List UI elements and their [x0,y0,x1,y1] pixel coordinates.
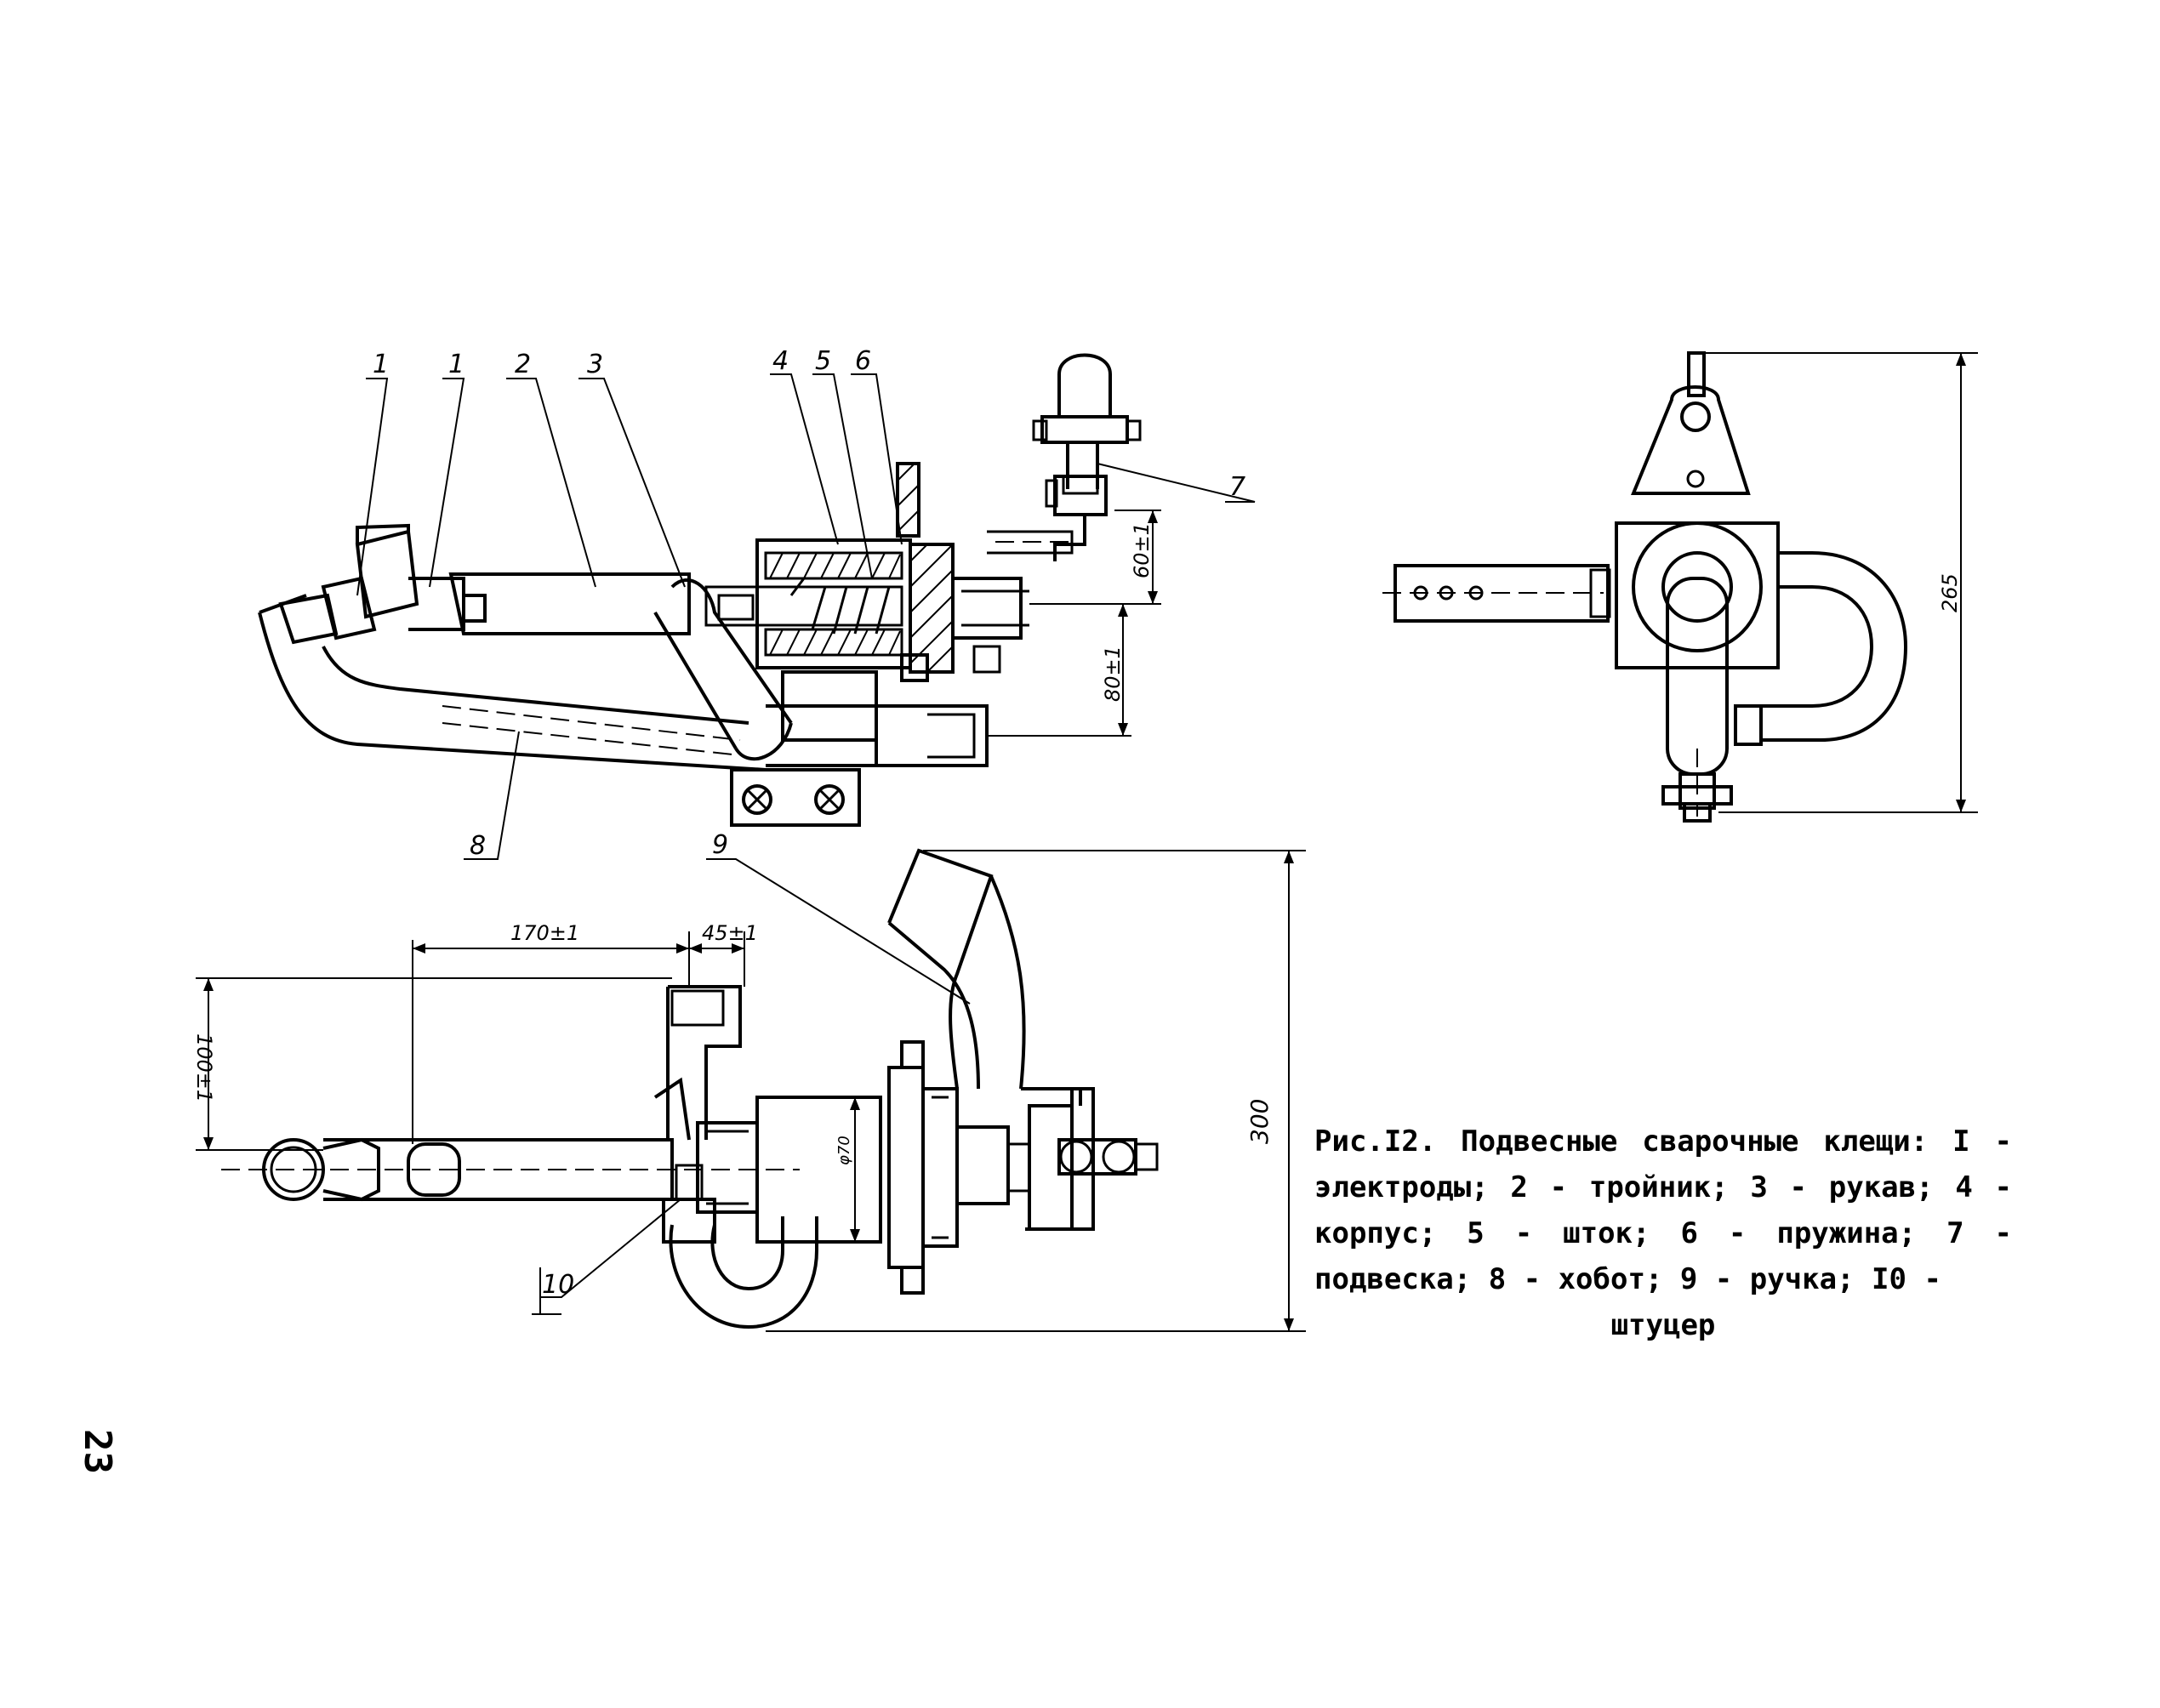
dim-265: 265 [1938,573,1962,612]
caption-last-line: штуцер [1610,1308,1716,1342]
callout-5: 5 [815,346,831,376]
dim-60: 60±1 [1130,522,1154,578]
dim-45: 45±1 [702,921,758,945]
callout-3: 3 [587,350,603,379]
dim-100: 100±1 [192,1033,216,1102]
caption-title: Рис.I2. Подвесные сварочные клещи: [1314,1124,1929,1159]
dim-300: 300 [1245,1099,1274,1144]
callout-2: 2 [515,350,531,379]
callout-8: 8 [470,831,486,861]
page-number: 23 [76,1429,119,1474]
dim-170: 170±1 [510,921,579,945]
callout-7: 7 [1229,472,1245,502]
callout-1a: 1 [373,350,389,379]
dim-80: 80±1 [1101,646,1125,702]
callout-6: 6 [855,346,871,376]
end-view: 265 [1382,351,1978,823]
callout-9: 9 [712,830,728,860]
top-view: 9 10 170±1 45±1 100±1 300 φ70 [192,830,1306,1332]
callout-10: 10 [542,1270,574,1300]
figure-caption: Рис.I2. Подвесные сварочные клещи: I - э… [1314,1119,2012,1348]
callout-1b: 1 [448,350,464,379]
caption-body: I - электроды; 2 - тройник; 3 - рукав; 4… [1314,1124,2012,1296]
dim-phi70: φ70 [835,1136,853,1165]
callout-4: 4 [772,346,789,376]
side-view: 1 1 2 3 4 5 6 7 8 60±1 80±1 [258,346,1256,861]
